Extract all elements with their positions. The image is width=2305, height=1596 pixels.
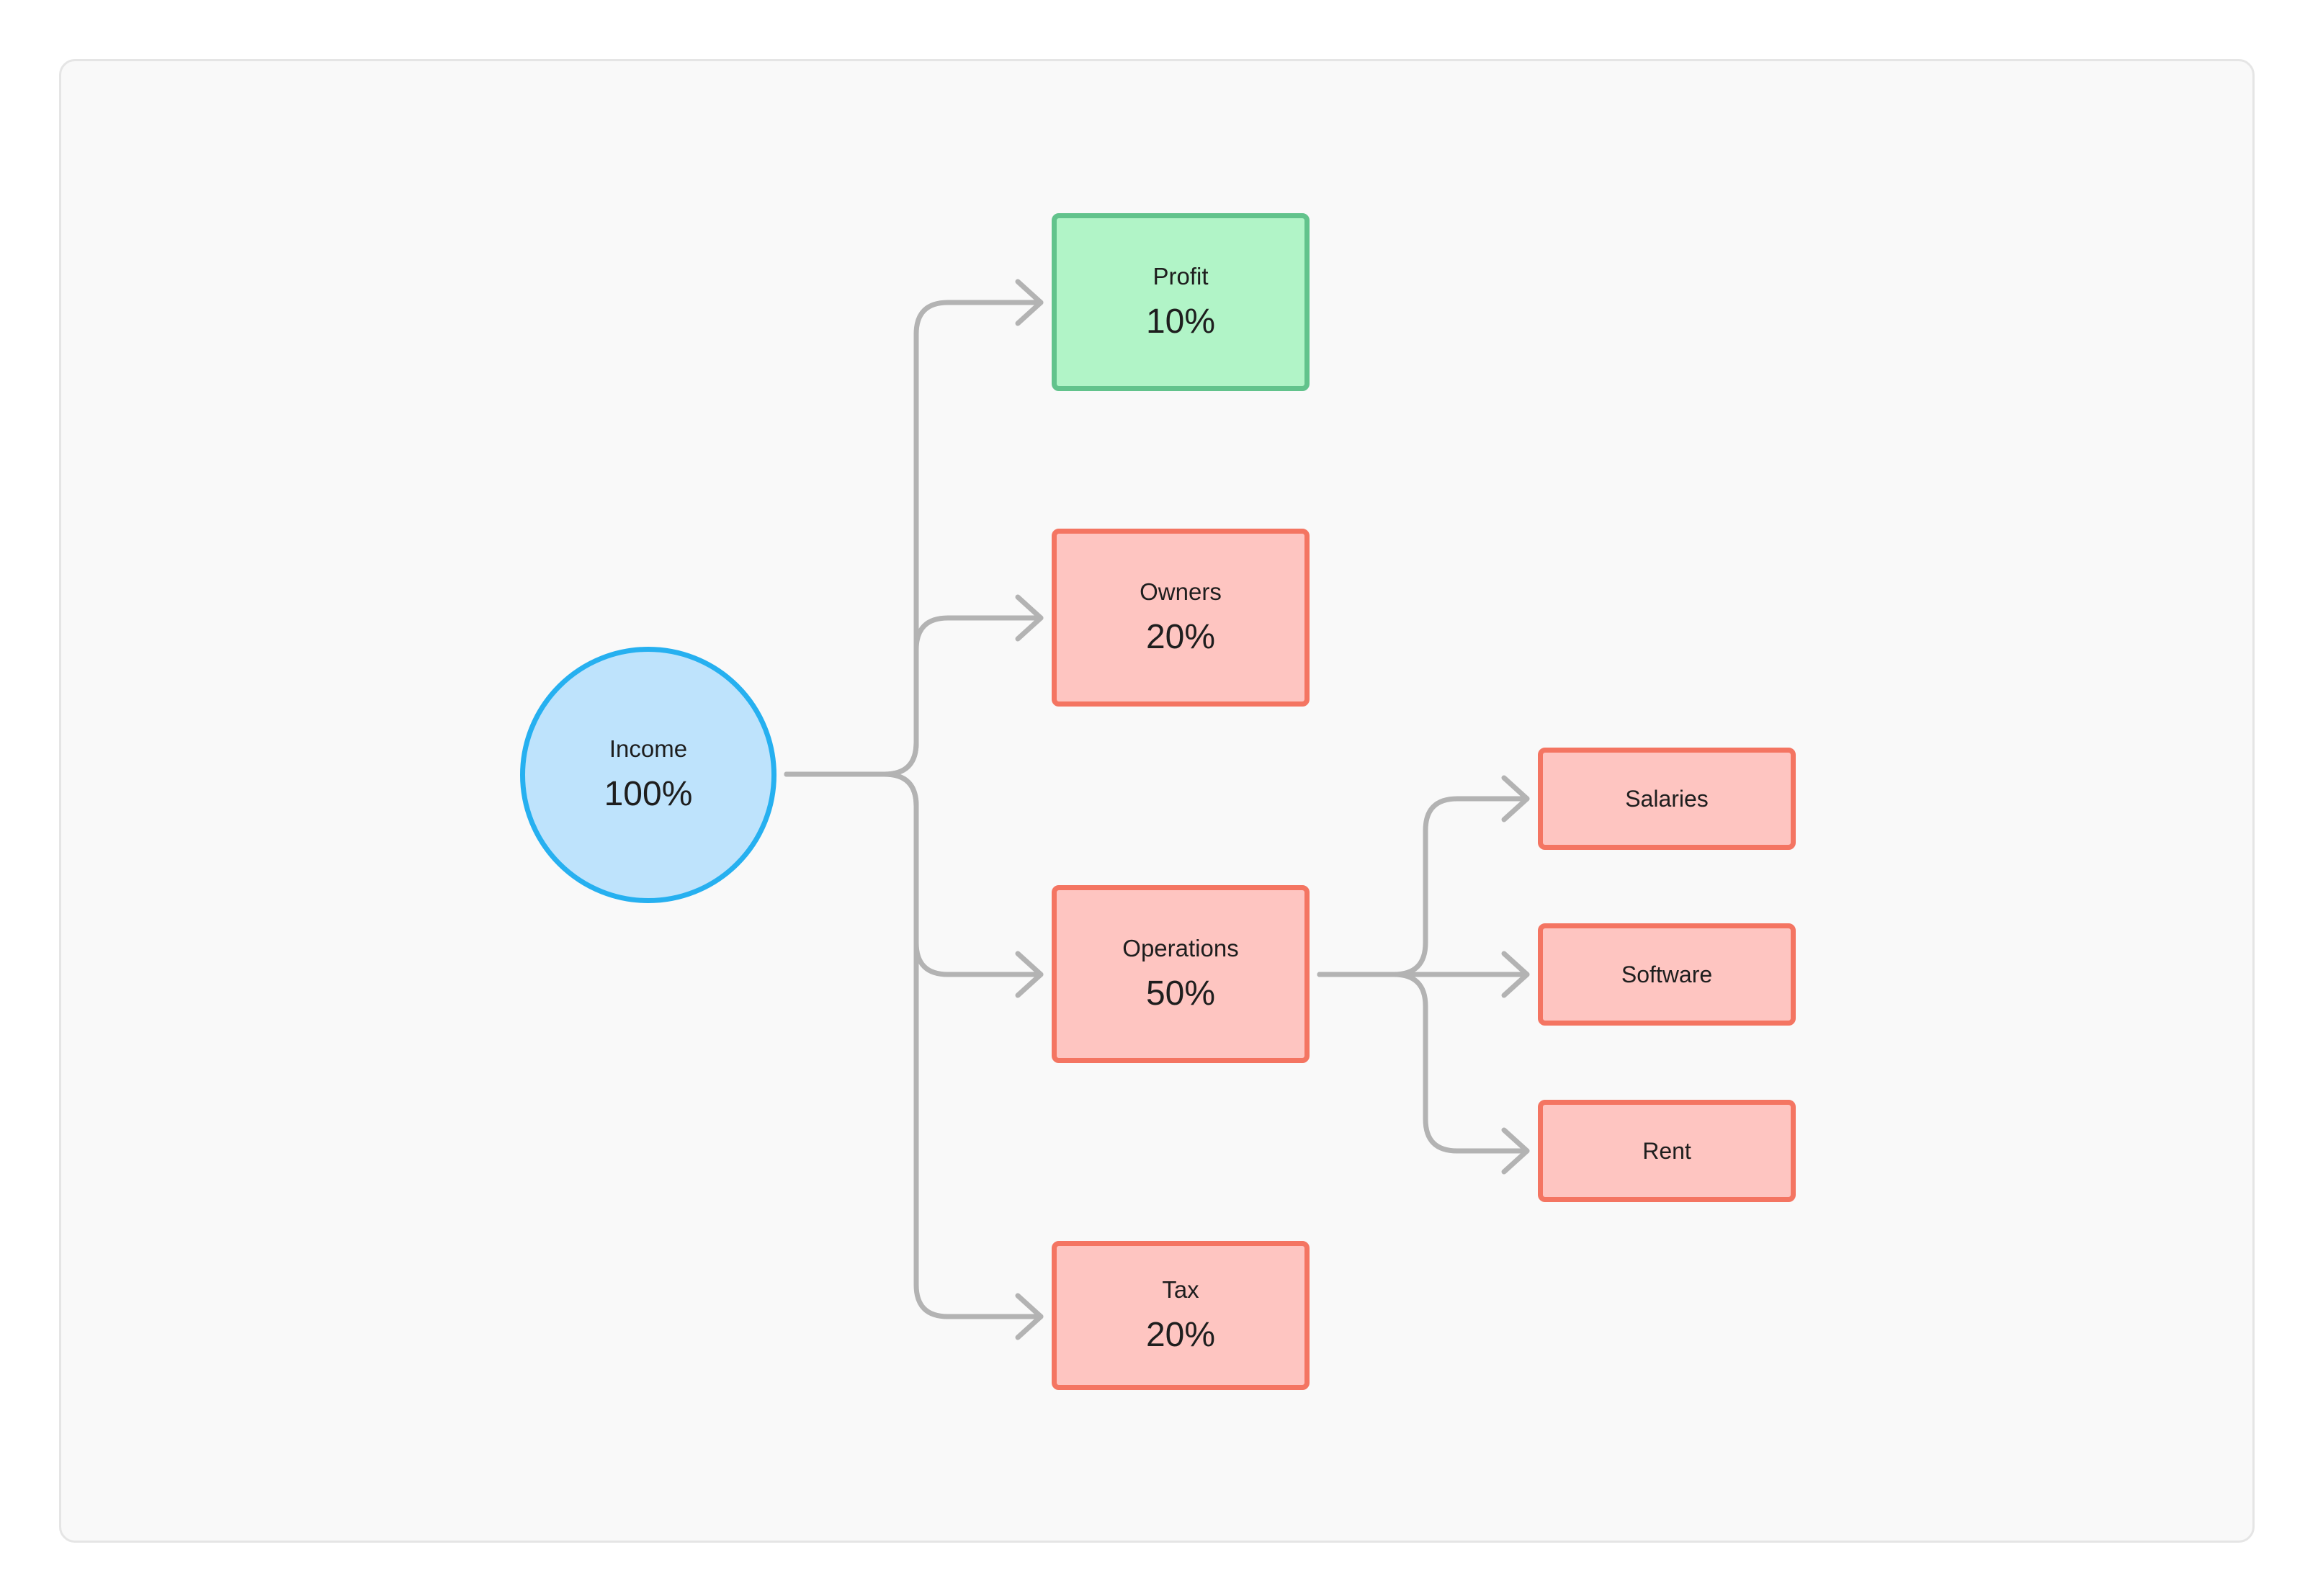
node-salaries[interactable]: Salaries: [1538, 748, 1796, 850]
node-software[interactable]: Software: [1538, 923, 1796, 1026]
node-tax-value: 20%: [1145, 1315, 1216, 1354]
node-profit-value: 10%: [1145, 302, 1216, 341]
node-rent-label: Rent: [1642, 1138, 1691, 1164]
node-software-label: Software: [1621, 961, 1713, 987]
node-income[interactable]: Income 100%: [520, 647, 776, 903]
node-operations-value: 50%: [1145, 974, 1216, 1013]
arrowhead-profit: [1015, 279, 1044, 326]
arrowhead-owners: [1015, 594, 1044, 642]
connector-operations-salaries: [1317, 796, 1530, 977]
connector-operations-rent: [1317, 972, 1530, 1154]
node-profit[interactable]: Profit 10%: [1052, 213, 1310, 391]
arrowhead-software: [1501, 951, 1530, 998]
node-operations[interactable]: Operations 50%: [1052, 885, 1310, 1063]
connector-income-tax: [784, 771, 1044, 1319]
node-owners-value: 20%: [1145, 617, 1216, 656]
node-profit-label: Profit: [1152, 262, 1209, 290]
arrowhead-salaries: [1501, 775, 1530, 822]
arrowhead-operations: [1015, 951, 1044, 998]
node-tax-label: Tax: [1162, 1276, 1199, 1303]
arrowhead-rent: [1501, 1127, 1530, 1175]
arrowhead-tax: [1015, 1293, 1044, 1340]
node-tax[interactable]: Tax 20%: [1052, 1241, 1310, 1390]
node-income-value: 100%: [604, 775, 693, 813]
node-salaries-label: Salaries: [1625, 786, 1709, 812]
node-owners-label: Owners: [1140, 578, 1222, 605]
node-operations-label: Operations: [1122, 934, 1239, 961]
node-owners[interactable]: Owners 20%: [1052, 529, 1310, 707]
node-income-label: Income: [609, 735, 688, 762]
node-rent[interactable]: Rent: [1538, 1100, 1796, 1202]
connector-income-owners: [784, 615, 1044, 777]
